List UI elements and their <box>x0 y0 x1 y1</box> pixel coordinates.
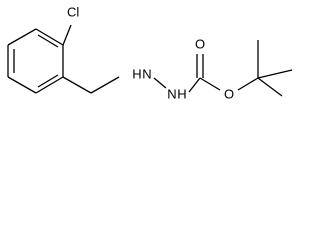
chemical-structure: Cl H N N H O O <box>7 4 293 101</box>
chlorine-label: Cl <box>67 4 79 19</box>
nh-hydrogen-label: H <box>132 66 141 81</box>
carbonyl-oxygen-label: O <box>195 36 205 51</box>
ring-bond <box>7 28 37 46</box>
nh-hydrogen-label-2: H <box>177 86 186 101</box>
n-carbonyl-bond <box>188 77 201 93</box>
ring-bond <box>35 28 64 46</box>
nh-nitrogen-label: N <box>142 66 151 81</box>
tbutyl-methyl-bond <box>257 77 283 97</box>
o-tbutyl-bond <box>237 77 259 91</box>
ring-ch2-bond <box>62 76 92 94</box>
carbonyl-ester-o-bond <box>199 77 221 91</box>
n-n-bond <box>153 77 167 89</box>
tbutyl-methyl-bond <box>257 69 293 79</box>
benzene-ring <box>7 28 64 94</box>
ester-oxygen-label: O <box>224 86 234 101</box>
ring-double-bond <box>37 34 59 48</box>
ch2-nh-bond <box>90 76 120 94</box>
ring-bond <box>7 76 37 94</box>
ring-bond <box>35 76 64 94</box>
ring-double-bond <box>37 74 59 88</box>
nh-nitrogen-label-2: N <box>167 86 176 101</box>
c-cl-bond <box>62 24 72 46</box>
